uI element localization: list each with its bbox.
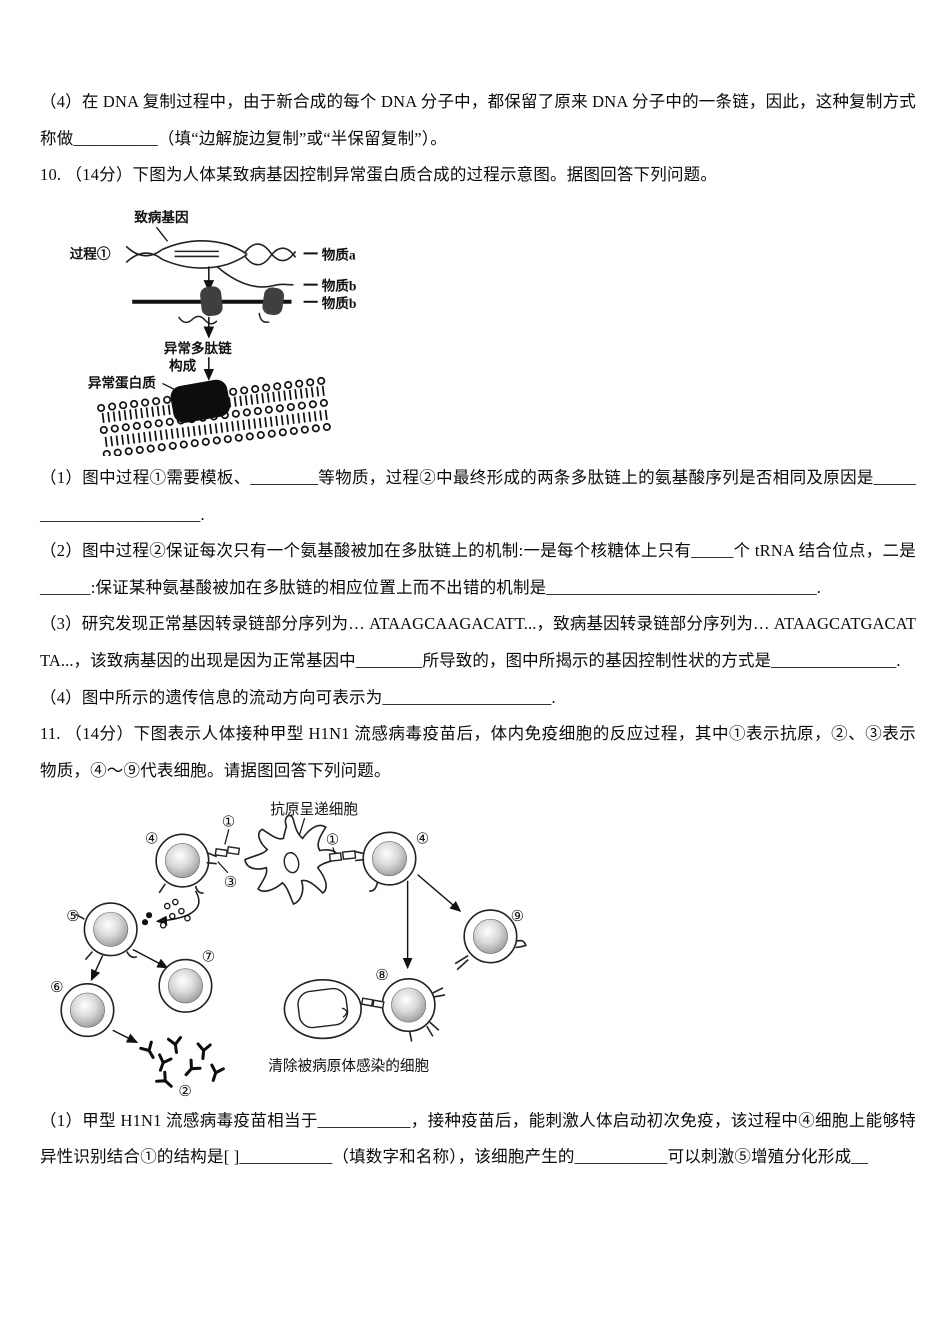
compose-label: 构成 bbox=[169, 357, 197, 373]
pathogen-tail bbox=[341, 1006, 348, 1018]
label-8: ⑧ bbox=[375, 966, 389, 983]
cell-4-right-receptor bbox=[369, 882, 379, 892]
cell-6 bbox=[60, 982, 115, 1037]
cell-5 bbox=[83, 901, 138, 956]
q11-header: 11. （14分）下图表示人体接种甲型 H1N1 流感病毒疫苗后，体内免疫细胞的… bbox=[40, 724, 916, 780]
protein-synthesis-diagram: 致病基因 过程① 物质a 物质b bbox=[62, 204, 916, 456]
pathogen-inside bbox=[297, 987, 349, 1028]
label-3-pointer bbox=[217, 860, 229, 873]
disease-gene-label: 致病基因 bbox=[134, 209, 188, 225]
cell-7 bbox=[158, 958, 213, 1013]
q9-item-4: （4）在 DNA 复制过程中，由于新合成的每个 DNA 分子中，都保留了原来 D… bbox=[40, 92, 916, 148]
substance-b2-label: 物质b bbox=[322, 295, 357, 311]
gene-pointer-line bbox=[155, 226, 169, 242]
arrow-4-to-5 bbox=[155, 890, 200, 925]
label-9: ⑨ bbox=[511, 908, 525, 925]
arrow-5-to-6 bbox=[90, 954, 104, 981]
cell-4-left-receptors bbox=[158, 882, 204, 894]
label-3: ③ bbox=[224, 873, 238, 890]
cell-5-receptors bbox=[74, 912, 138, 960]
q10-item-3: （3）研究发现正常基因转录链部分序列为… ATAAGCAAGACATT...，致… bbox=[40, 614, 916, 670]
cell-9-receptors bbox=[454, 939, 527, 970]
secreted-molecules bbox=[141, 898, 191, 929]
q10-item-4: （4）图中所示的遗传信息的流动方向可表示为___________________… bbox=[40, 687, 556, 707]
substance-a-label: 物质a bbox=[322, 246, 356, 262]
apc-label: 抗原呈递细胞 bbox=[270, 801, 358, 818]
process-1-label: 过程① bbox=[70, 245, 111, 261]
cell-membrane bbox=[97, 376, 334, 456]
q10-item-1: （1）图中过程①需要模板、________等物质，过程②中最终形成的两条多肽链上… bbox=[40, 467, 916, 524]
antigen-receptor-8 bbox=[360, 996, 385, 1009]
clear-infected-cells-caption: 清除被病原体感染的细胞 bbox=[268, 1057, 429, 1074]
arrow-5-to-7 bbox=[132, 948, 169, 968]
apc-nucleus bbox=[283, 851, 300, 873]
mrna-strand bbox=[216, 265, 294, 288]
label-4-left: ④ bbox=[145, 830, 159, 847]
label-1-left-pointer bbox=[224, 828, 230, 845]
arrow-6-to-antibody bbox=[112, 1029, 139, 1043]
polypeptide-chain bbox=[258, 312, 270, 323]
cell-8-receptors bbox=[408, 986, 446, 1042]
arrow-4-to-9 bbox=[417, 873, 462, 912]
label-4-right: ④ bbox=[416, 830, 430, 847]
cell-9 bbox=[463, 908, 518, 963]
polypeptide-chain bbox=[177, 315, 218, 325]
ribosome bbox=[262, 287, 285, 315]
q10-item-2: （2）图中过程②保证每次只有一个氨基酸被加在多肽链上的机制:一是每个核糖体上只有… bbox=[40, 541, 916, 597]
q11-item-1: （1）甲型 H1N1 流感病毒疫苗相当于___________，接种疫苗后，能刺… bbox=[40, 1110, 916, 1167]
substance-b-label: 物质b bbox=[322, 278, 357, 294]
cell-4-left bbox=[155, 833, 210, 888]
antigen-receptor-right bbox=[328, 849, 365, 862]
label-2: ② bbox=[178, 1082, 192, 1099]
ribosome bbox=[200, 286, 223, 316]
label-7: ⑦ bbox=[202, 948, 216, 965]
label-1-left: ① bbox=[222, 813, 236, 830]
immune-response-diagram: 抗原呈递细胞 ④ ① ③ ④ bbox=[44, 798, 916, 1101]
exam-page: （4）在 DNA 复制过程中，由于新合成的每个 DNA 分子中，都保留了原来 D… bbox=[40, 84, 916, 1176]
q10-header: 10. （14分）下图为人体某致病基因控制异常蛋白质合成的过程示意图。据图回答下… bbox=[40, 165, 718, 185]
label-1-right: ① bbox=[326, 831, 340, 848]
abnormal-protein-label: 异常蛋白质 bbox=[88, 374, 156, 390]
cell-4-right bbox=[362, 831, 417, 886]
label-6: ⑥ bbox=[50, 978, 64, 995]
dna-helix bbox=[125, 239, 297, 269]
label-1-right-pointer bbox=[332, 846, 336, 854]
cell-8 bbox=[381, 977, 436, 1032]
antigen-receptor-left bbox=[206, 845, 241, 864]
abnormal-protein-blob bbox=[170, 379, 231, 423]
abnormal-polypeptide-label: 异常多肽链 bbox=[164, 340, 232, 356]
label-5: ⑤ bbox=[66, 908, 80, 925]
translation-row bbox=[132, 286, 292, 325]
